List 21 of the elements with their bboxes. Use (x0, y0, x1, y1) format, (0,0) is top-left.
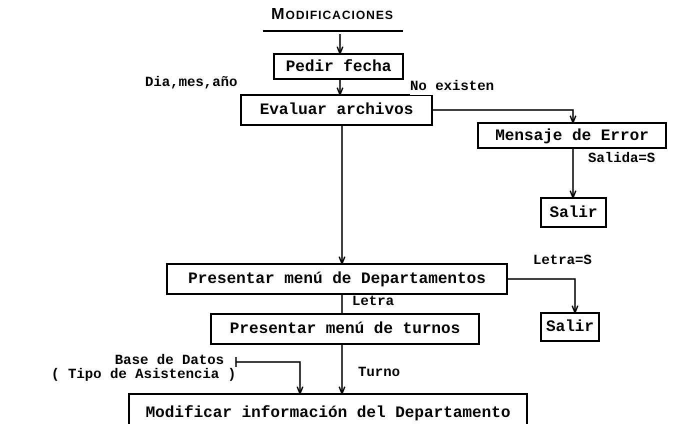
arrow (336, 34, 344, 54)
process-box: Salir (540, 197, 607, 228)
arrow (433, 109, 576, 124)
data-source-text: ( Tipo de Asistencia ) (51, 368, 236, 382)
arrow (508, 278, 578, 314)
process-box: Modificar información del Departamento (128, 393, 528, 424)
process-box: Salir (540, 312, 600, 342)
process-box: Mensaje de Error (477, 122, 667, 149)
arrow (235, 356, 304, 394)
arrow (338, 345, 346, 394)
process-box: Evaluar archivos (240, 94, 433, 126)
process-box: Presentar menú de Departamentos (166, 263, 508, 295)
data-source-text: Base de Datos (114, 354, 225, 368)
data-label: Dia,mes,año (145, 76, 238, 91)
arrow (338, 126, 346, 264)
arrow (336, 80, 344, 96)
edge-label: No existen (410, 80, 494, 95)
process-box: Presentar menú de turnos (210, 313, 480, 345)
title-text: MODIFICACIONES (271, 6, 394, 24)
arrow (570, 149, 576, 198)
process-box: Pedir fecha (273, 53, 404, 80)
